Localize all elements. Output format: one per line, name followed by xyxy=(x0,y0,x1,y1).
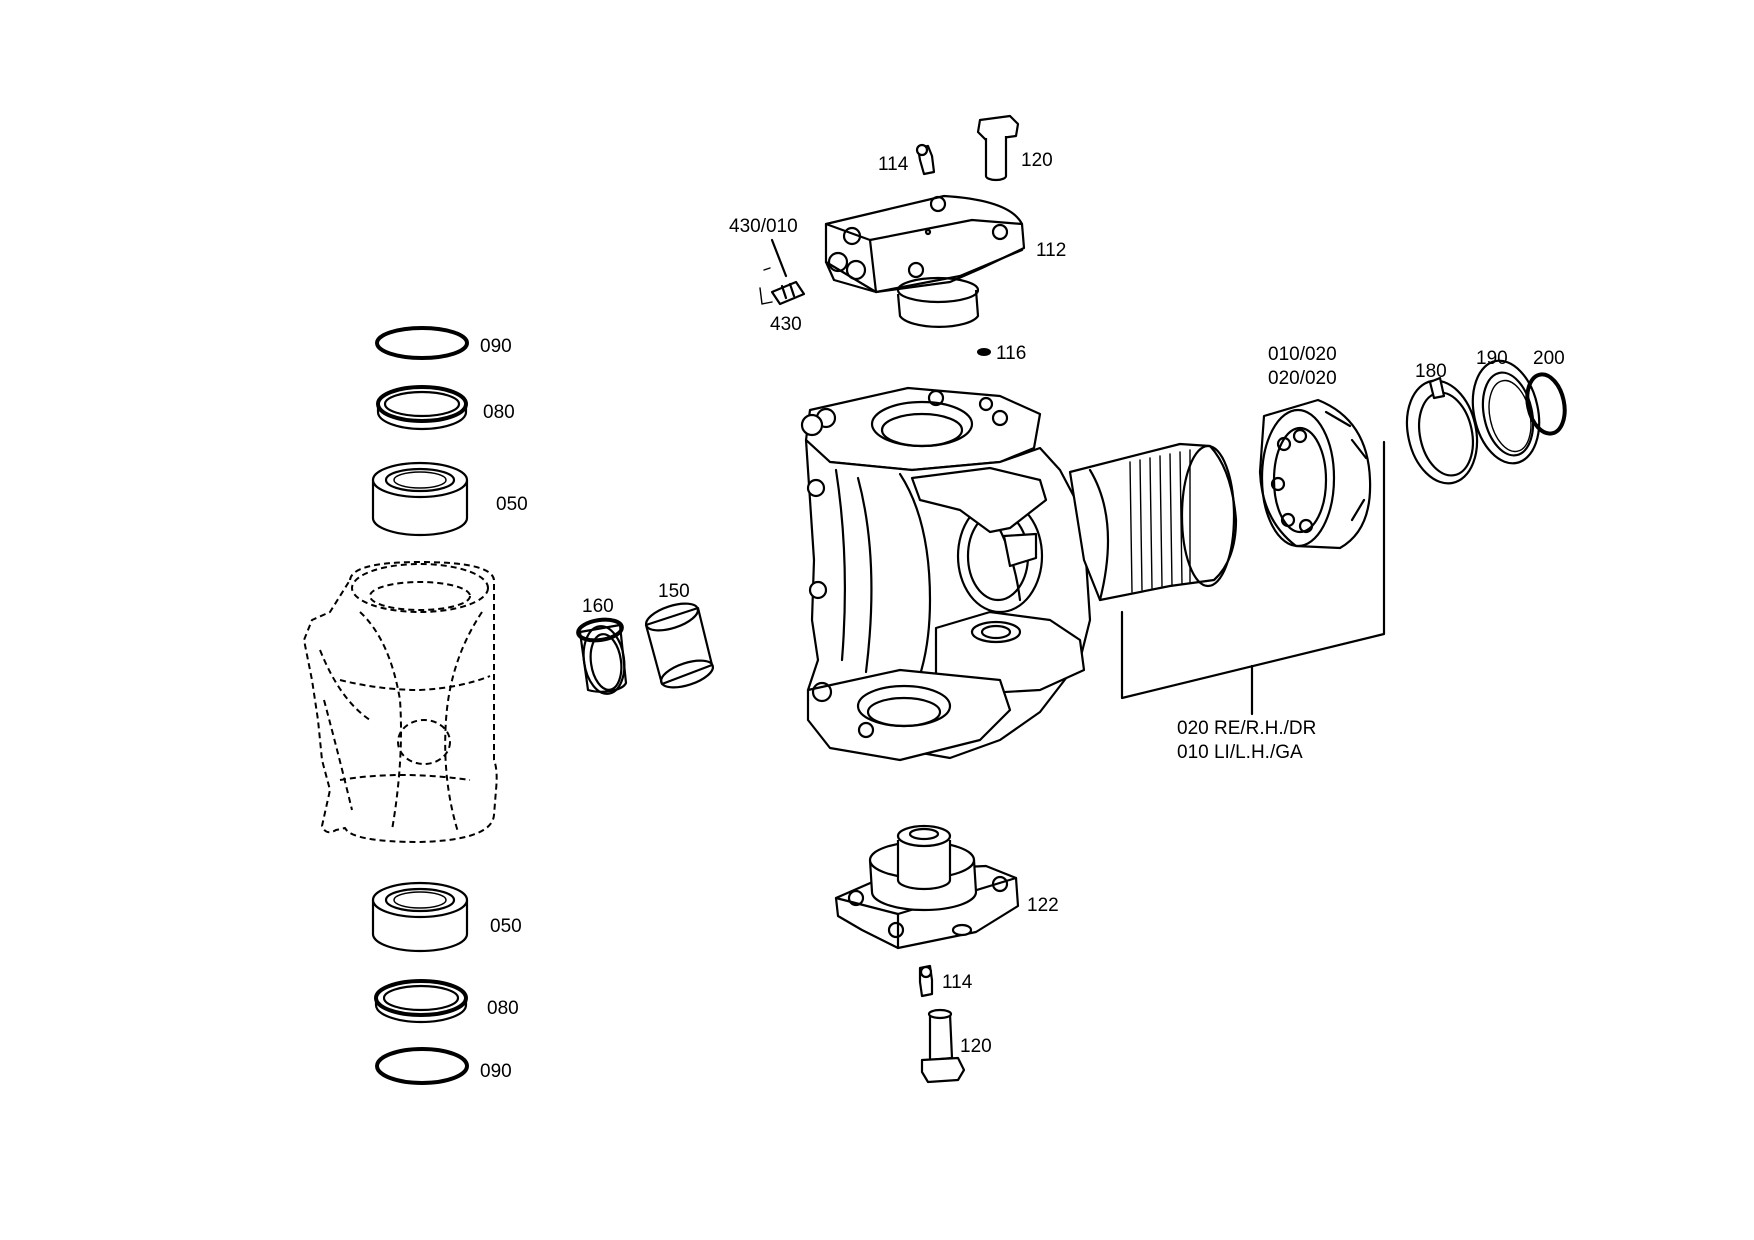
label-430-010: 430/010 xyxy=(729,216,798,237)
seal-080-top xyxy=(376,385,468,431)
label-122: 122 xyxy=(1027,895,1059,916)
label-200: 200 xyxy=(1533,348,1565,369)
label-116: 116 xyxy=(996,343,1026,364)
phantom-housing-outline xyxy=(303,561,498,843)
cover-plate-122 xyxy=(834,824,1020,950)
bearing-050-top xyxy=(371,461,469,537)
steering-knuckle-housing xyxy=(800,386,1238,762)
seal-160 xyxy=(576,617,628,695)
label-114-bottom: 114 xyxy=(942,972,973,993)
label-variant-right: 020 RE/R.H./DR xyxy=(1177,718,1316,739)
retaining-ring-200 xyxy=(1525,372,1567,436)
bolt-120-top xyxy=(976,114,1020,182)
pin-430 xyxy=(759,238,806,306)
plug-116 xyxy=(977,348,991,356)
label-080-bottom: 080 xyxy=(487,998,519,1019)
label-112: 112 xyxy=(1036,240,1066,261)
variant-bracket-lines xyxy=(1120,440,1386,716)
label-430: 430 xyxy=(770,314,802,335)
label-150: 150 xyxy=(658,581,690,602)
grease-nipple-114-bottom xyxy=(918,964,934,998)
label-090-top: 090 xyxy=(480,336,512,357)
label-160: 160 xyxy=(582,596,614,617)
label-010-020: 010/020 xyxy=(1268,344,1337,365)
seal-ring-090-bottom xyxy=(375,1047,469,1085)
label-090-bottom: 090 xyxy=(480,1061,512,1082)
seal-080-bottom xyxy=(374,979,468,1024)
nut-010-020 xyxy=(1258,398,1372,550)
label-050-bottom: 050 xyxy=(490,916,522,937)
label-120-bottom: 120 xyxy=(960,1036,992,1057)
cover-plate-112 xyxy=(824,194,1026,328)
label-020-020: 020/020 xyxy=(1268,368,1337,389)
washer-190 xyxy=(1471,359,1541,465)
grease-nipple-114-top xyxy=(915,143,936,176)
label-variant-left: 010 LI/L.H./GA xyxy=(1177,742,1303,763)
label-114-top: 114 xyxy=(878,154,909,175)
label-080-top: 080 xyxy=(483,402,515,423)
bearing-050-bottom xyxy=(371,881,469,953)
label-180: 180 xyxy=(1415,361,1447,382)
label-190: 190 xyxy=(1476,348,1508,369)
seal-ring-090-top xyxy=(375,326,469,360)
label-120-top: 120 xyxy=(1021,150,1053,171)
bolt-120-bottom xyxy=(920,1008,966,1084)
bushing-150 xyxy=(644,602,715,689)
label-050-top: 050 xyxy=(496,494,528,515)
